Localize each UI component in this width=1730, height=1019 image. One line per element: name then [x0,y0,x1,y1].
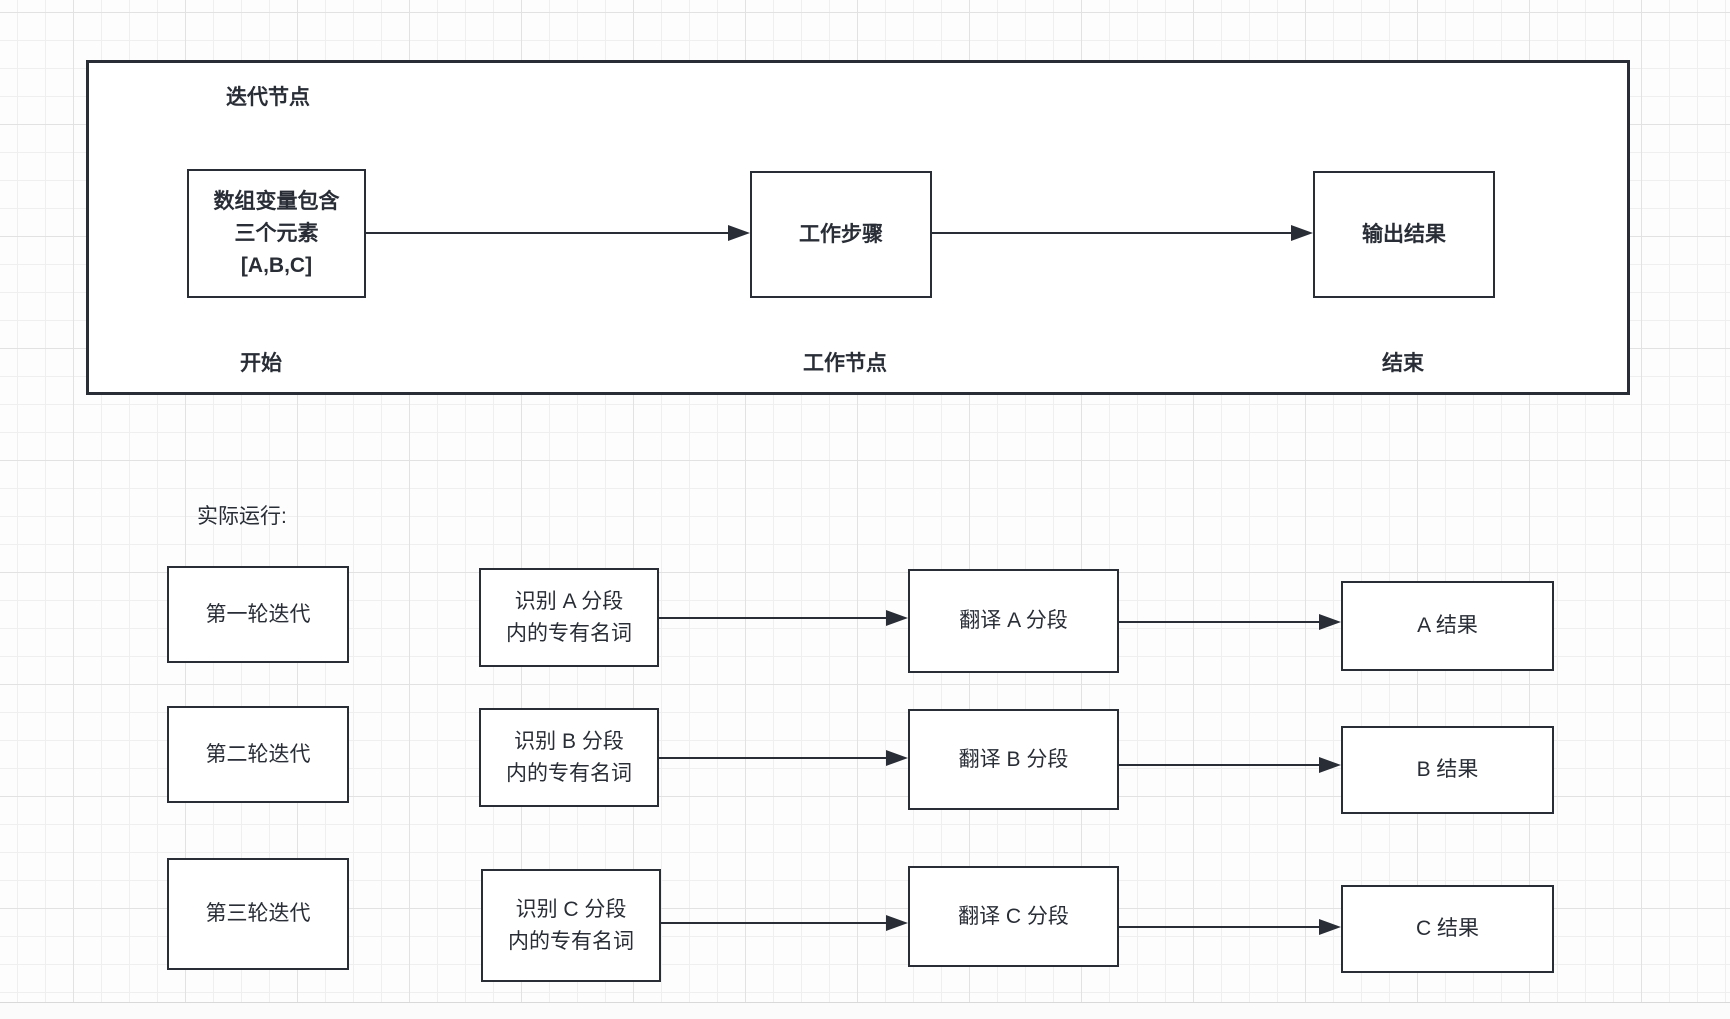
node-identify-b-line2: 内的专有名词 [506,761,632,785]
node-result-a: A 结果 [1341,581,1554,671]
node-iteration-1-label: 第一轮迭代 [205,602,311,626]
node-iteration-3-label: 第三轮迭代 [205,902,311,925]
arrow-head-icon [1319,757,1341,773]
node-identify-b-line1: 识别 B 分段 [514,729,624,753]
node-array-variable-line1: 数组变量包含 [213,189,340,213]
arrow-head-icon [728,225,750,241]
arrow-shaft [661,921,890,925]
arrow-shaft [366,231,732,235]
caption-end: 结束 [1382,352,1424,375]
runtime-label: 实际运行: [197,505,287,528]
node-identify-a: 识别 A 分段 内的专有名词 [479,568,659,667]
arrow-shaft [1119,763,1323,767]
arrow-head-icon [886,750,908,766]
node-translate-c-label: 翻译 C 分段 [958,904,1069,928]
node-identify-a-line1: 识别 A 分段 [514,589,624,613]
node-identify-b: 识别 B 分段 内的专有名词 [479,708,659,807]
arrow-shaft [659,756,890,760]
arrow-shaft [932,231,1295,235]
node-result-c-label: C 结果 [1416,917,1479,940]
arrow-shaft [1119,925,1323,929]
arrow-translate-c-to-result-c [1119,919,1341,935]
node-identify-c-line1: 识别 C 分段 [515,897,627,921]
arrow-translate-b-to-result-b [1119,757,1341,773]
node-iteration-1: 第一轮迭代 [167,566,349,663]
arrow-work-to-output [932,225,1313,241]
node-translate-b: 翻译 B 分段 [908,709,1119,810]
node-translate-c: 翻译 C 分段 [908,866,1119,967]
node-iteration-3: 第三轮迭代 [167,858,349,970]
iteration-container-title: 迭代节点 [226,86,310,109]
arrow-identify-a-to-translate-a [659,610,908,626]
canvas-page-edge [0,1002,1730,1019]
arrow-start-to-work [366,225,750,241]
node-result-b-label: B 结果 [1416,758,1479,781]
node-iteration-2-label: 第二轮迭代 [205,742,311,766]
node-translate-a-label: 翻译 A 分段 [959,609,1068,632]
arrow-head-icon [886,915,908,931]
node-array-variable-line3: [A,B,C] [240,253,313,277]
arrow-identify-b-to-translate-b [659,750,908,766]
node-result-b: B 结果 [1341,726,1554,814]
node-result-c: C 结果 [1341,885,1554,973]
arrow-identify-c-to-translate-c [661,915,908,931]
caption-work-node: 工作节点 [803,352,887,375]
node-identify-a-line2: 内的专有名词 [506,621,632,645]
arrow-translate-a-to-result-a [1119,614,1341,630]
node-array-variable-line2: 三个元素 [234,221,319,245]
arrow-shaft [1119,620,1323,624]
node-work-steps: 工作步骤 [750,171,932,298]
arrow-head-icon [1291,225,1313,241]
node-translate-b-label: 翻译 B 分段 [958,747,1069,771]
node-translate-a: 翻译 A 分段 [908,569,1119,673]
node-identify-c-line2: 内的专有名词 [508,929,634,953]
arrow-head-icon [886,610,908,626]
node-identify-c: 识别 C 分段 内的专有名词 [481,869,661,982]
node-work-steps-label: 工作步骤 [799,222,883,246]
arrow-head-icon [1319,919,1341,935]
node-output-result-label: 输出结果 [1362,222,1446,246]
node-result-a-label: A 结果 [1417,614,1478,637]
node-output-result: 输出结果 [1313,171,1495,298]
caption-start: 开始 [240,352,282,375]
node-array-variable: 数组变量包含 三个元素 [A,B,C] [187,169,366,298]
arrow-shaft [659,616,890,620]
arrow-head-icon [1319,614,1341,630]
node-iteration-2: 第二轮迭代 [167,706,349,803]
